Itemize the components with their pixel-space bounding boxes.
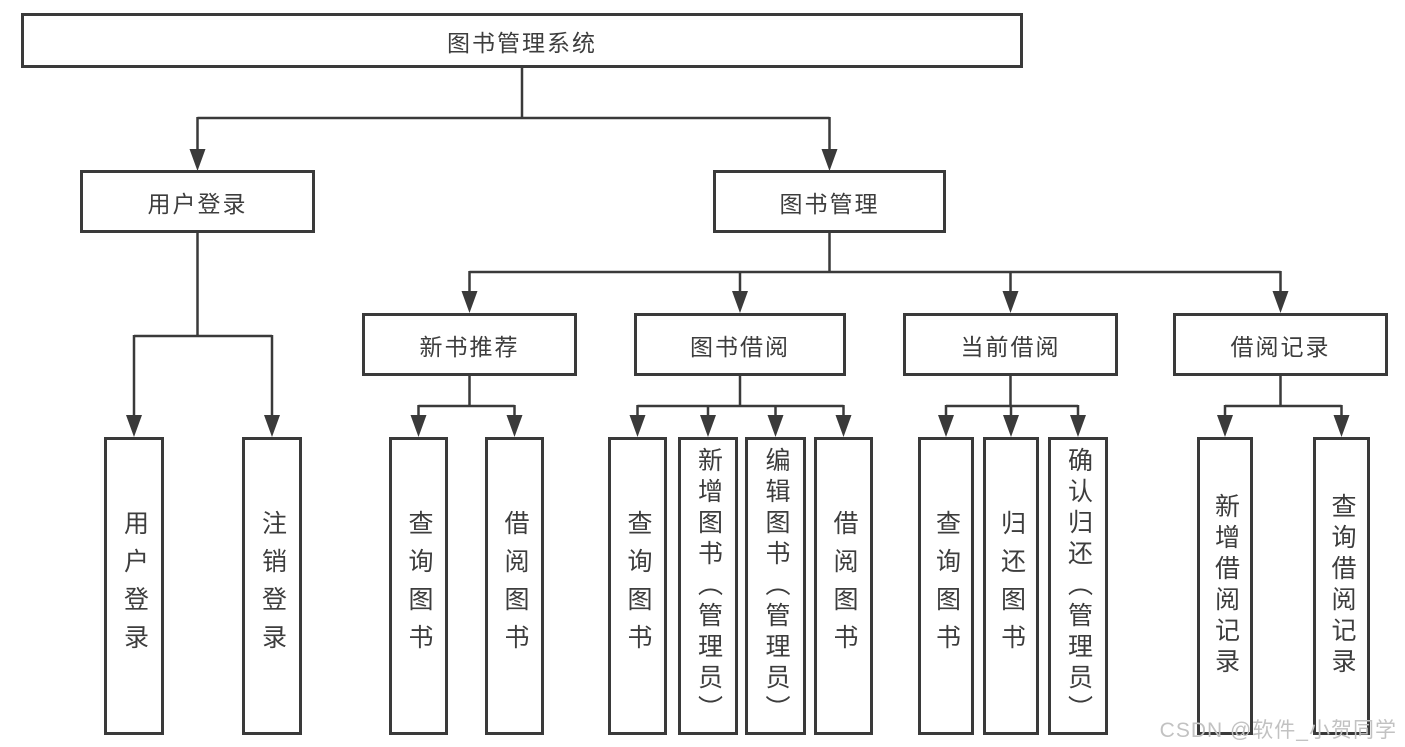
node-label: 借阅图书: [830, 510, 858, 662]
leaf-user-login: 用户登录: [104, 437, 164, 735]
node-label: 查询图书: [624, 510, 652, 662]
node-label: 用户登录: [120, 510, 149, 662]
leaf-records-query-borrow-record: 查询借阅记录: [1313, 437, 1370, 735]
node-label: 当前借阅: [960, 333, 1061, 360]
node-label: 确认归还（管理员）: [1064, 446, 1093, 726]
csdn-watermark: CSDN @软件_小贺同学: [1159, 719, 1397, 742]
leaf-borrow-add-books-admin: 新增图书（管理员）: [678, 437, 738, 735]
node-label: 图书管理: [779, 190, 880, 217]
leaf-borrow-query-books: 查询图书: [608, 437, 667, 735]
leaf-records-add-borrow-record: 新增借阅记录: [1197, 437, 1253, 735]
node-label: 新书推荐: [419, 333, 520, 360]
node-label: 查询借阅记录: [1328, 493, 1356, 679]
node-label: 注销登录: [258, 510, 287, 662]
tree-edges: [132, 68, 1343, 418]
node-user-login: 用户登录: [80, 170, 315, 233]
node-label: 查询图书: [405, 510, 433, 662]
node-label: 用户登录: [147, 190, 248, 217]
leaf-current-confirm-return-admin: 确认归还（管理员）: [1048, 437, 1108, 735]
leaf-recommend-query-books: 查询图书: [389, 437, 448, 735]
node-label: 归还图书: [997, 510, 1026, 662]
node-label: 新增图书（管理员）: [694, 446, 723, 726]
leaf-borrow-borrow-books: 借阅图书: [814, 437, 873, 735]
leaf-logout: 注销登录: [242, 437, 302, 735]
node-current-borrowing: 当前借阅: [903, 313, 1118, 376]
leaf-current-query-books: 查询图书: [918, 437, 974, 735]
arrowheads: [126, 149, 1350, 437]
leaf-current-return-books: 归还图书: [983, 437, 1039, 735]
node-label: 新增借阅记录: [1211, 493, 1240, 679]
node-book-management: 图书管理: [713, 170, 946, 233]
node-label: 图书借阅: [690, 333, 790, 360]
node-label: 查询图书: [932, 510, 961, 662]
node-library-management-system: 图书管理系统: [21, 13, 1023, 68]
node-book-borrowing: 图书借阅: [634, 313, 846, 376]
node-label: 借阅记录: [1230, 333, 1331, 360]
leaf-recommend-borrow-books: 借阅图书: [485, 437, 544, 735]
node-label: 图书管理系统: [447, 29, 597, 56]
node-borrowing-records: 借阅记录: [1173, 313, 1388, 376]
node-new-book-recommendation: 新书推荐: [362, 313, 577, 376]
node-label: 借阅图书: [501, 510, 529, 662]
node-label: 编辑图书（管理员）: [762, 446, 790, 726]
leaf-borrow-edit-books-admin: 编辑图书（管理员）: [745, 437, 806, 735]
